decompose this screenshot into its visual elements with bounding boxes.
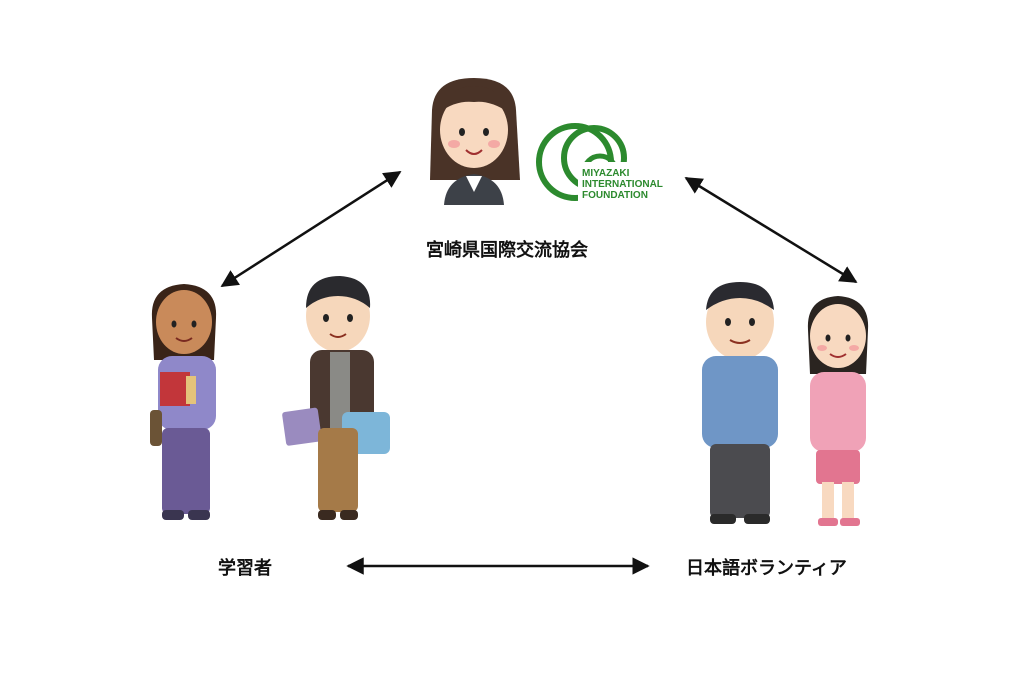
logo-line-1: MIYAZAKI [582, 168, 630, 179]
volunteer-man-illustration [702, 282, 778, 524]
arrow-center-right [684, 176, 858, 284]
staff-woman-illustration [430, 78, 520, 205]
miyazaki-international-foundation-logo [536, 123, 658, 206]
center-label: 宮崎県国際交流協会 [426, 240, 588, 261]
learner-woman-illustration [150, 284, 217, 520]
learner-man-illustration [282, 276, 390, 520]
logo-wordmark: MIYAZAKI INTERNATIONAL FOUNDATION [582, 168, 663, 201]
logo-line-2: INTERNATIONAL [582, 179, 663, 190]
arrow-center-left [220, 170, 402, 288]
left-label: 学習者 [218, 558, 272, 579]
right-label: 日本語ボランティア [686, 558, 847, 579]
volunteer-woman-illustration [807, 296, 869, 526]
logo-line-3: FOUNDATION [582, 190, 648, 201]
